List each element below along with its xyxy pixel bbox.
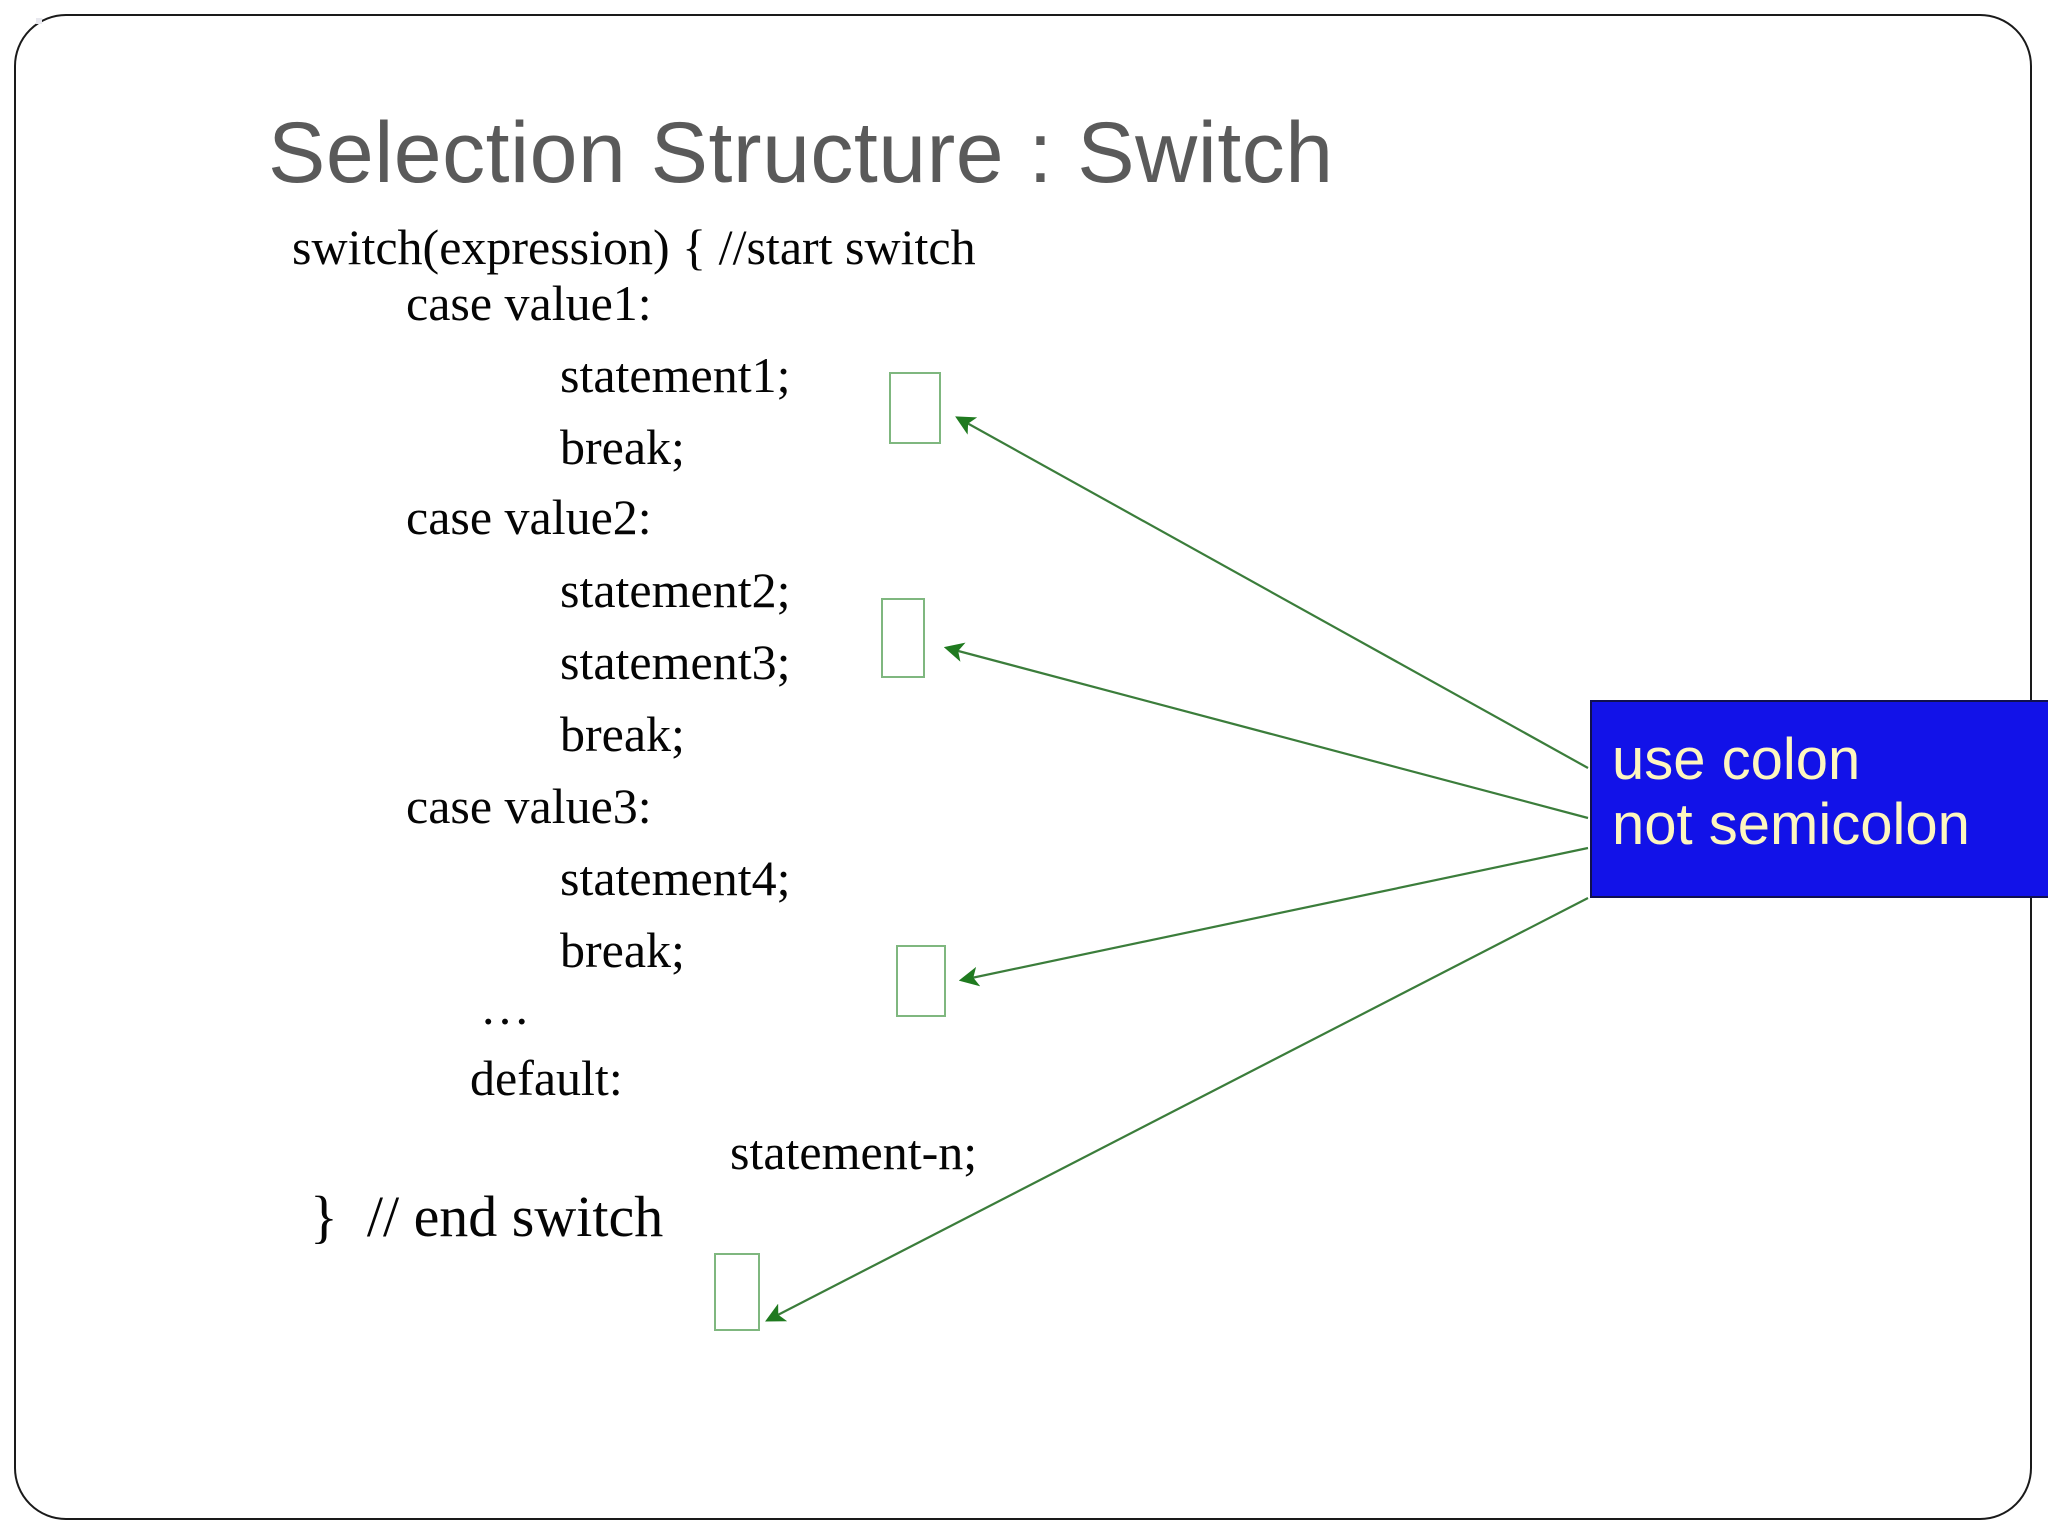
corner-artifact bbox=[36, 18, 42, 24]
arrow-to-box-3 bbox=[958, 846, 1589, 987]
callout-line-1: use colon bbox=[1612, 727, 1861, 792]
code-line-11: … bbox=[480, 979, 530, 1035]
code-line-13: statement-n; bbox=[730, 1124, 978, 1180]
code-line-14: } // end switch bbox=[310, 1184, 664, 1249]
callout-box: use colon not semicolon bbox=[1590, 700, 2048, 898]
code-line-2: statement1; bbox=[560, 347, 791, 403]
arrow-to-box-2 bbox=[943, 642, 1589, 820]
highlight-box-2 bbox=[881, 598, 925, 678]
code-line-10: break; bbox=[560, 922, 685, 978]
code-line-6: statement3; bbox=[560, 634, 791, 690]
highlight-box-4 bbox=[714, 1253, 760, 1331]
arrow-to-box-4 bbox=[765, 897, 1589, 1322]
callout-line-2: not semicolon bbox=[1612, 791, 1970, 857]
code-line-1: case value1: bbox=[406, 275, 652, 331]
code-line-5: statement2; bbox=[560, 562, 791, 618]
code-line-8: case value3: bbox=[406, 778, 652, 834]
code-line-3: break; bbox=[560, 419, 685, 475]
code-line-4: case value2: bbox=[406, 489, 652, 545]
code-line-0: switch(expression) { //start switch bbox=[292, 219, 976, 275]
code-line-7: break; bbox=[560, 706, 685, 762]
page-title: Selection Structure : Switch bbox=[268, 105, 1334, 201]
highlight-box-3 bbox=[896, 945, 946, 1017]
code-line-9: statement4; bbox=[560, 850, 791, 906]
code-line-12: default: bbox=[470, 1050, 623, 1106]
highlight-box-1 bbox=[889, 372, 941, 444]
arrow-to-box-1 bbox=[955, 416, 1589, 769]
